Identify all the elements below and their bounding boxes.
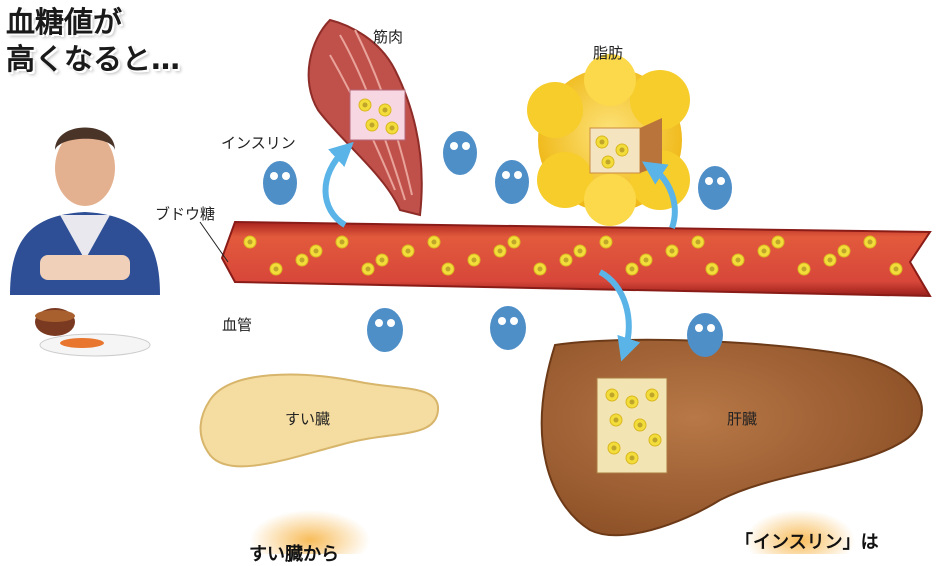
- glucose-particle: [534, 263, 546, 275]
- glucose-particle: [362, 263, 374, 275]
- glucose-particle: [336, 236, 348, 248]
- glucose-label: ブドウ糖: [155, 203, 215, 224]
- glucose-particle: [468, 254, 480, 266]
- insulin-character: [687, 313, 723, 357]
- glucose-particle: [376, 254, 388, 266]
- glucose-particle: [560, 254, 572, 266]
- glucose-particle: [574, 245, 586, 257]
- glucose-particle: [824, 254, 836, 266]
- glucose-particle: [890, 263, 902, 275]
- glucose-particle: [626, 263, 638, 275]
- glucose-particle: [864, 236, 876, 248]
- glucose-particle: [494, 245, 506, 257]
- glucose-particle: [310, 245, 322, 257]
- headline-line2: 高くなると…: [6, 41, 180, 78]
- bottom-right-note: 「インスリン」は: [735, 528, 879, 554]
- glucose-particle: [508, 236, 520, 248]
- glucose-to-muscle-arrow: [325, 150, 345, 225]
- glucose-particle: [244, 236, 256, 248]
- glucose-insulin-diagram: [0, 0, 937, 554]
- glucose-particle: [692, 236, 704, 248]
- liver-illustration: [542, 340, 922, 535]
- pancreas-label: すい臓: [285, 408, 330, 429]
- glucose-pointer-line: [200, 222, 228, 262]
- insulin-character: [367, 308, 403, 352]
- glucose-particle: [798, 263, 810, 275]
- glucose-particle: [758, 245, 770, 257]
- glucose-particle: [706, 263, 718, 275]
- glucose-particle: [428, 236, 440, 248]
- insulin-label: インスリン: [221, 132, 296, 153]
- glucose-particle: [442, 263, 454, 275]
- headline: 血糖値が 高くなると…: [6, 4, 180, 78]
- glucose-particle: [270, 263, 282, 275]
- person-eating-illustration: [10, 128, 160, 357]
- glucose-particle: [666, 245, 678, 257]
- fat-illustration: [527, 54, 690, 226]
- liver-label: 肝臓: [727, 408, 757, 429]
- muscle-label: 筋肉: [373, 26, 403, 47]
- glucose-particle: [640, 254, 652, 266]
- bottom-left-note: すい臓から: [249, 540, 339, 566]
- glucose-particle: [772, 236, 784, 248]
- headline-line1: 血糖値が: [6, 4, 180, 41]
- insulin-character: [495, 160, 529, 204]
- glucose-particle: [402, 245, 414, 257]
- glucose-particle: [600, 236, 612, 248]
- insulin-character: [490, 306, 526, 350]
- insulin-character: [263, 161, 297, 205]
- glucose-particle: [296, 254, 308, 266]
- insulin-character: [698, 166, 732, 210]
- glucose-particle: [732, 254, 744, 266]
- glucose-particle: [838, 245, 850, 257]
- blood-vessel-label: 血管: [222, 314, 252, 335]
- insulin-character: [443, 131, 477, 175]
- fat-label: 脂肪: [593, 42, 623, 63]
